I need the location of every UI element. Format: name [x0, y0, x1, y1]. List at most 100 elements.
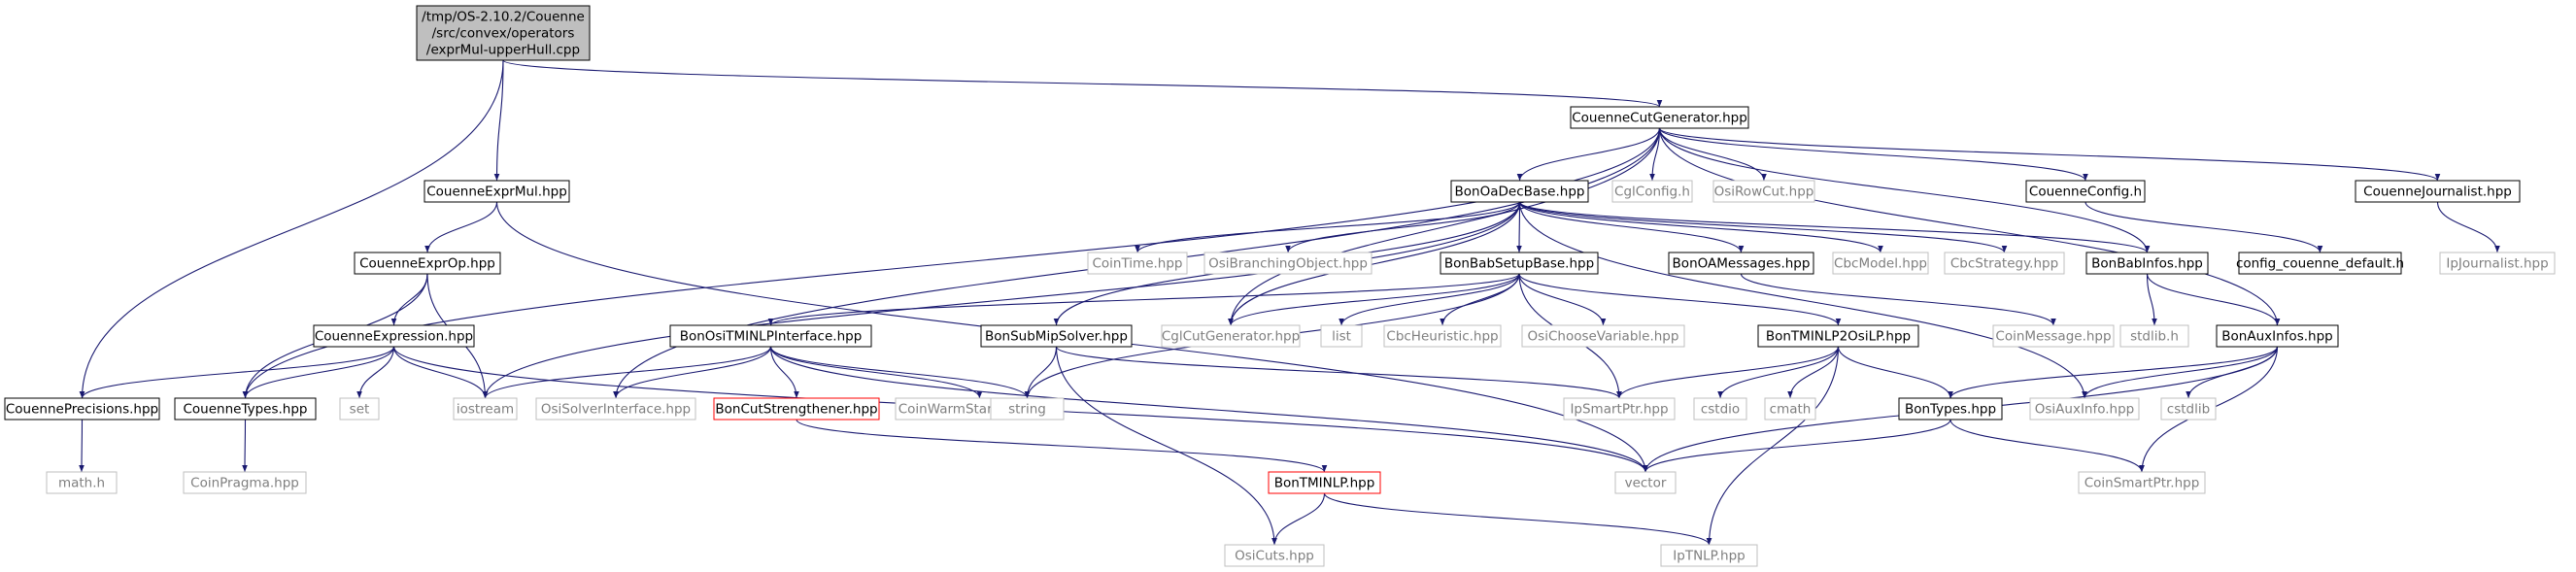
- edge-bbsb-to-list: [1339, 273, 1520, 326]
- node-label: CoinSmartPtr.hpp: [2085, 476, 2200, 491]
- node-label: BonOsiTMINLPInterface.hpp: [680, 329, 863, 345]
- node-label: BonTypes.hpp: [1905, 402, 1996, 418]
- edge-boamsg-to-coinmsg: [1740, 273, 2056, 326]
- node-bauxinfos[interactable]: BonAuxInfos.hpp: [2216, 324, 2339, 348]
- node-label: /exprMul-upperHull.cpp: [426, 43, 580, 58]
- edge-boadb-to-osiaux: [1518, 201, 2087, 399]
- edge-bbsb-to-btminlp2: [1518, 273, 1842, 326]
- edge-bsubmip-to-osicuts: [1055, 346, 1277, 546]
- node-label: IpTNLP.hpp: [1673, 549, 1745, 564]
- edge-btypes-to-vector: [1643, 419, 1951, 473]
- node-label: cstdlib: [2167, 402, 2210, 418]
- edge-cexpr-to-ctypes: [242, 346, 395, 399]
- edge-btminlp2-to-btypes: [1837, 346, 1953, 399]
- node-mathh: math.h: [46, 471, 118, 494]
- edge-bosi-to-string: [769, 346, 1031, 399]
- edge-ccg-to-cjournal: [1658, 127, 2441, 182]
- node-ccg[interactable]: CouenneCutGenerator.hpp: [1570, 106, 1749, 129]
- edge-ccg-to-bbinfos: [1658, 127, 2151, 253]
- node-iptnlp: IpTNLP.hpp: [1660, 544, 1758, 567]
- node-box: [2160, 397, 2217, 421]
- node-box: [1570, 106, 1749, 129]
- node-osisolver: OsiSolverInterface.hpp: [535, 397, 696, 421]
- node-cem[interactable]: CouenneExprMul.hpp: [424, 180, 570, 203]
- node-box: [174, 397, 317, 421]
- node-label: OsiRowCut.hpp: [1714, 185, 1814, 200]
- edge-ccg-to-cglcutgen: [1228, 127, 1661, 326]
- node-bcutstr[interactable]: BonCutStrengthener.hpp: [713, 397, 880, 421]
- edge-bosi-to-vector: [769, 346, 1648, 473]
- node-box: [1992, 324, 2115, 348]
- node-box: [2025, 180, 2146, 203]
- node-box: [1764, 397, 1816, 421]
- node-box: [1660, 544, 1758, 567]
- node-cconfig[interactable]: CouenneConfig.h: [2025, 180, 2146, 203]
- edge-ccg-to-boadb: [1516, 127, 1661, 182]
- node-label: CouenneConfig.h: [2029, 185, 2142, 200]
- node-box: [46, 471, 118, 494]
- node-box: [1944, 252, 2065, 275]
- edge-btypes-to-coinsmart: [1949, 419, 2145, 473]
- node-bosi[interactable]: BonOsiTMINLPInterface.hpp: [669, 324, 872, 348]
- node-label: CoinMessage.hpp: [1995, 329, 2111, 345]
- node-cjournal[interactable]: CouenneJournalist.hpp: [2355, 180, 2521, 203]
- node-box: [339, 397, 380, 421]
- node-label: BonTMINLP2OsiLP.hpp: [1766, 329, 1911, 345]
- edge-boadb-to-osibranch: [1285, 201, 1521, 253]
- node-box: [1224, 544, 1325, 567]
- node-btminlp2[interactable]: BonTMINLP2OsiLP.hpp: [1757, 324, 1919, 348]
- edge-ctypes-to-coinpragma: [242, 419, 248, 473]
- node-label: CglCutGenerator.hpp: [1162, 329, 1300, 345]
- node-label: list: [1332, 329, 1351, 345]
- node-cprec[interactable]: CouennePrecisions.hpp: [4, 397, 160, 421]
- edge-boadb-to-cointime: [1135, 201, 1521, 253]
- node-label: config_couenne_default.h: [2236, 256, 2404, 272]
- node-btminlp[interactable]: BonTMINLP.hpp: [1268, 471, 1381, 494]
- node-set: set: [339, 397, 380, 421]
- node-cointime: CoinTime.hpp: [1087, 252, 1188, 275]
- node-label: /src/convex/operators: [432, 26, 575, 42]
- edge-bbinfos-to-bauxinfos: [2146, 273, 2281, 326]
- node-label: OsiCuts.hpp: [1235, 549, 1314, 564]
- node-ccdefault[interactable]: config_couenne_default.h: [2236, 252, 2404, 275]
- node-cbcmodel: CbcModel.hpp: [1832, 252, 1929, 275]
- node-box: [313, 324, 475, 348]
- node-bbsb[interactable]: BonBabSetupBase.hpp: [1440, 252, 1599, 275]
- node-cexpr[interactable]: CouenneExpression.hpp: [313, 324, 475, 348]
- node-cglconfig: CglConfig.h: [1611, 180, 1693, 203]
- node-box: [2085, 252, 2209, 275]
- node-boamsg[interactable]: BonOAMessages.hpp: [1668, 252, 1814, 275]
- node-label: CouenneJournalist.hpp: [2363, 185, 2512, 200]
- node-label: BonOAMessages.hpp: [1673, 256, 1811, 272]
- node-box: [1440, 252, 1599, 275]
- node-root[interactable]: /tmp/OS-2.10.2/Couenne/src/convex/operat…: [416, 5, 591, 61]
- node-box: [2216, 324, 2339, 348]
- node-stdlibh: stdlib.h: [2119, 324, 2189, 348]
- node-bsubmip[interactable]: BonSubMipSolver.hpp: [980, 324, 1133, 348]
- node-ceop[interactable]: CouenneExprOp.hpp: [354, 252, 501, 275]
- node-btypes[interactable]: BonTypes.hpp: [1898, 397, 2003, 421]
- node-label: OsiSolverInterface.hpp: [541, 402, 691, 418]
- node-ctypes[interactable]: CouenneTypes.hpp: [174, 397, 317, 421]
- edge-bauxinfos-to-btypes: [1948, 346, 2279, 399]
- node-box: [2355, 180, 2521, 203]
- node-box: [1898, 397, 2003, 421]
- node-box: [1203, 252, 1373, 275]
- node-osirowcut: OsiRowCut.hpp: [1712, 180, 1815, 203]
- node-cstdio: cstdio: [1693, 397, 1747, 421]
- node-label: math.h: [58, 476, 105, 491]
- node-box: [1161, 324, 1301, 348]
- node-box: [713, 397, 880, 421]
- node-label: CbcModel.hpp: [1834, 256, 1927, 272]
- node-coinsmart: CoinSmartPtr.hpp: [2078, 471, 2206, 494]
- node-bbinfos[interactable]: BonBabInfos.hpp: [2085, 252, 2209, 275]
- edge-ccg-to-bauxinfos: [1658, 127, 2281, 326]
- node-box: [2238, 252, 2402, 275]
- edge-boadb-to-bbsb: [1516, 201, 1522, 253]
- node-boadb[interactable]: BonOaDecBase.hpp: [1450, 180, 1589, 203]
- node-vector: vector: [1614, 471, 1677, 494]
- node-label: CbcHeuristic.hpp: [1386, 329, 1498, 345]
- node-box: [1450, 180, 1589, 203]
- node-cmath: cmath: [1764, 397, 1816, 421]
